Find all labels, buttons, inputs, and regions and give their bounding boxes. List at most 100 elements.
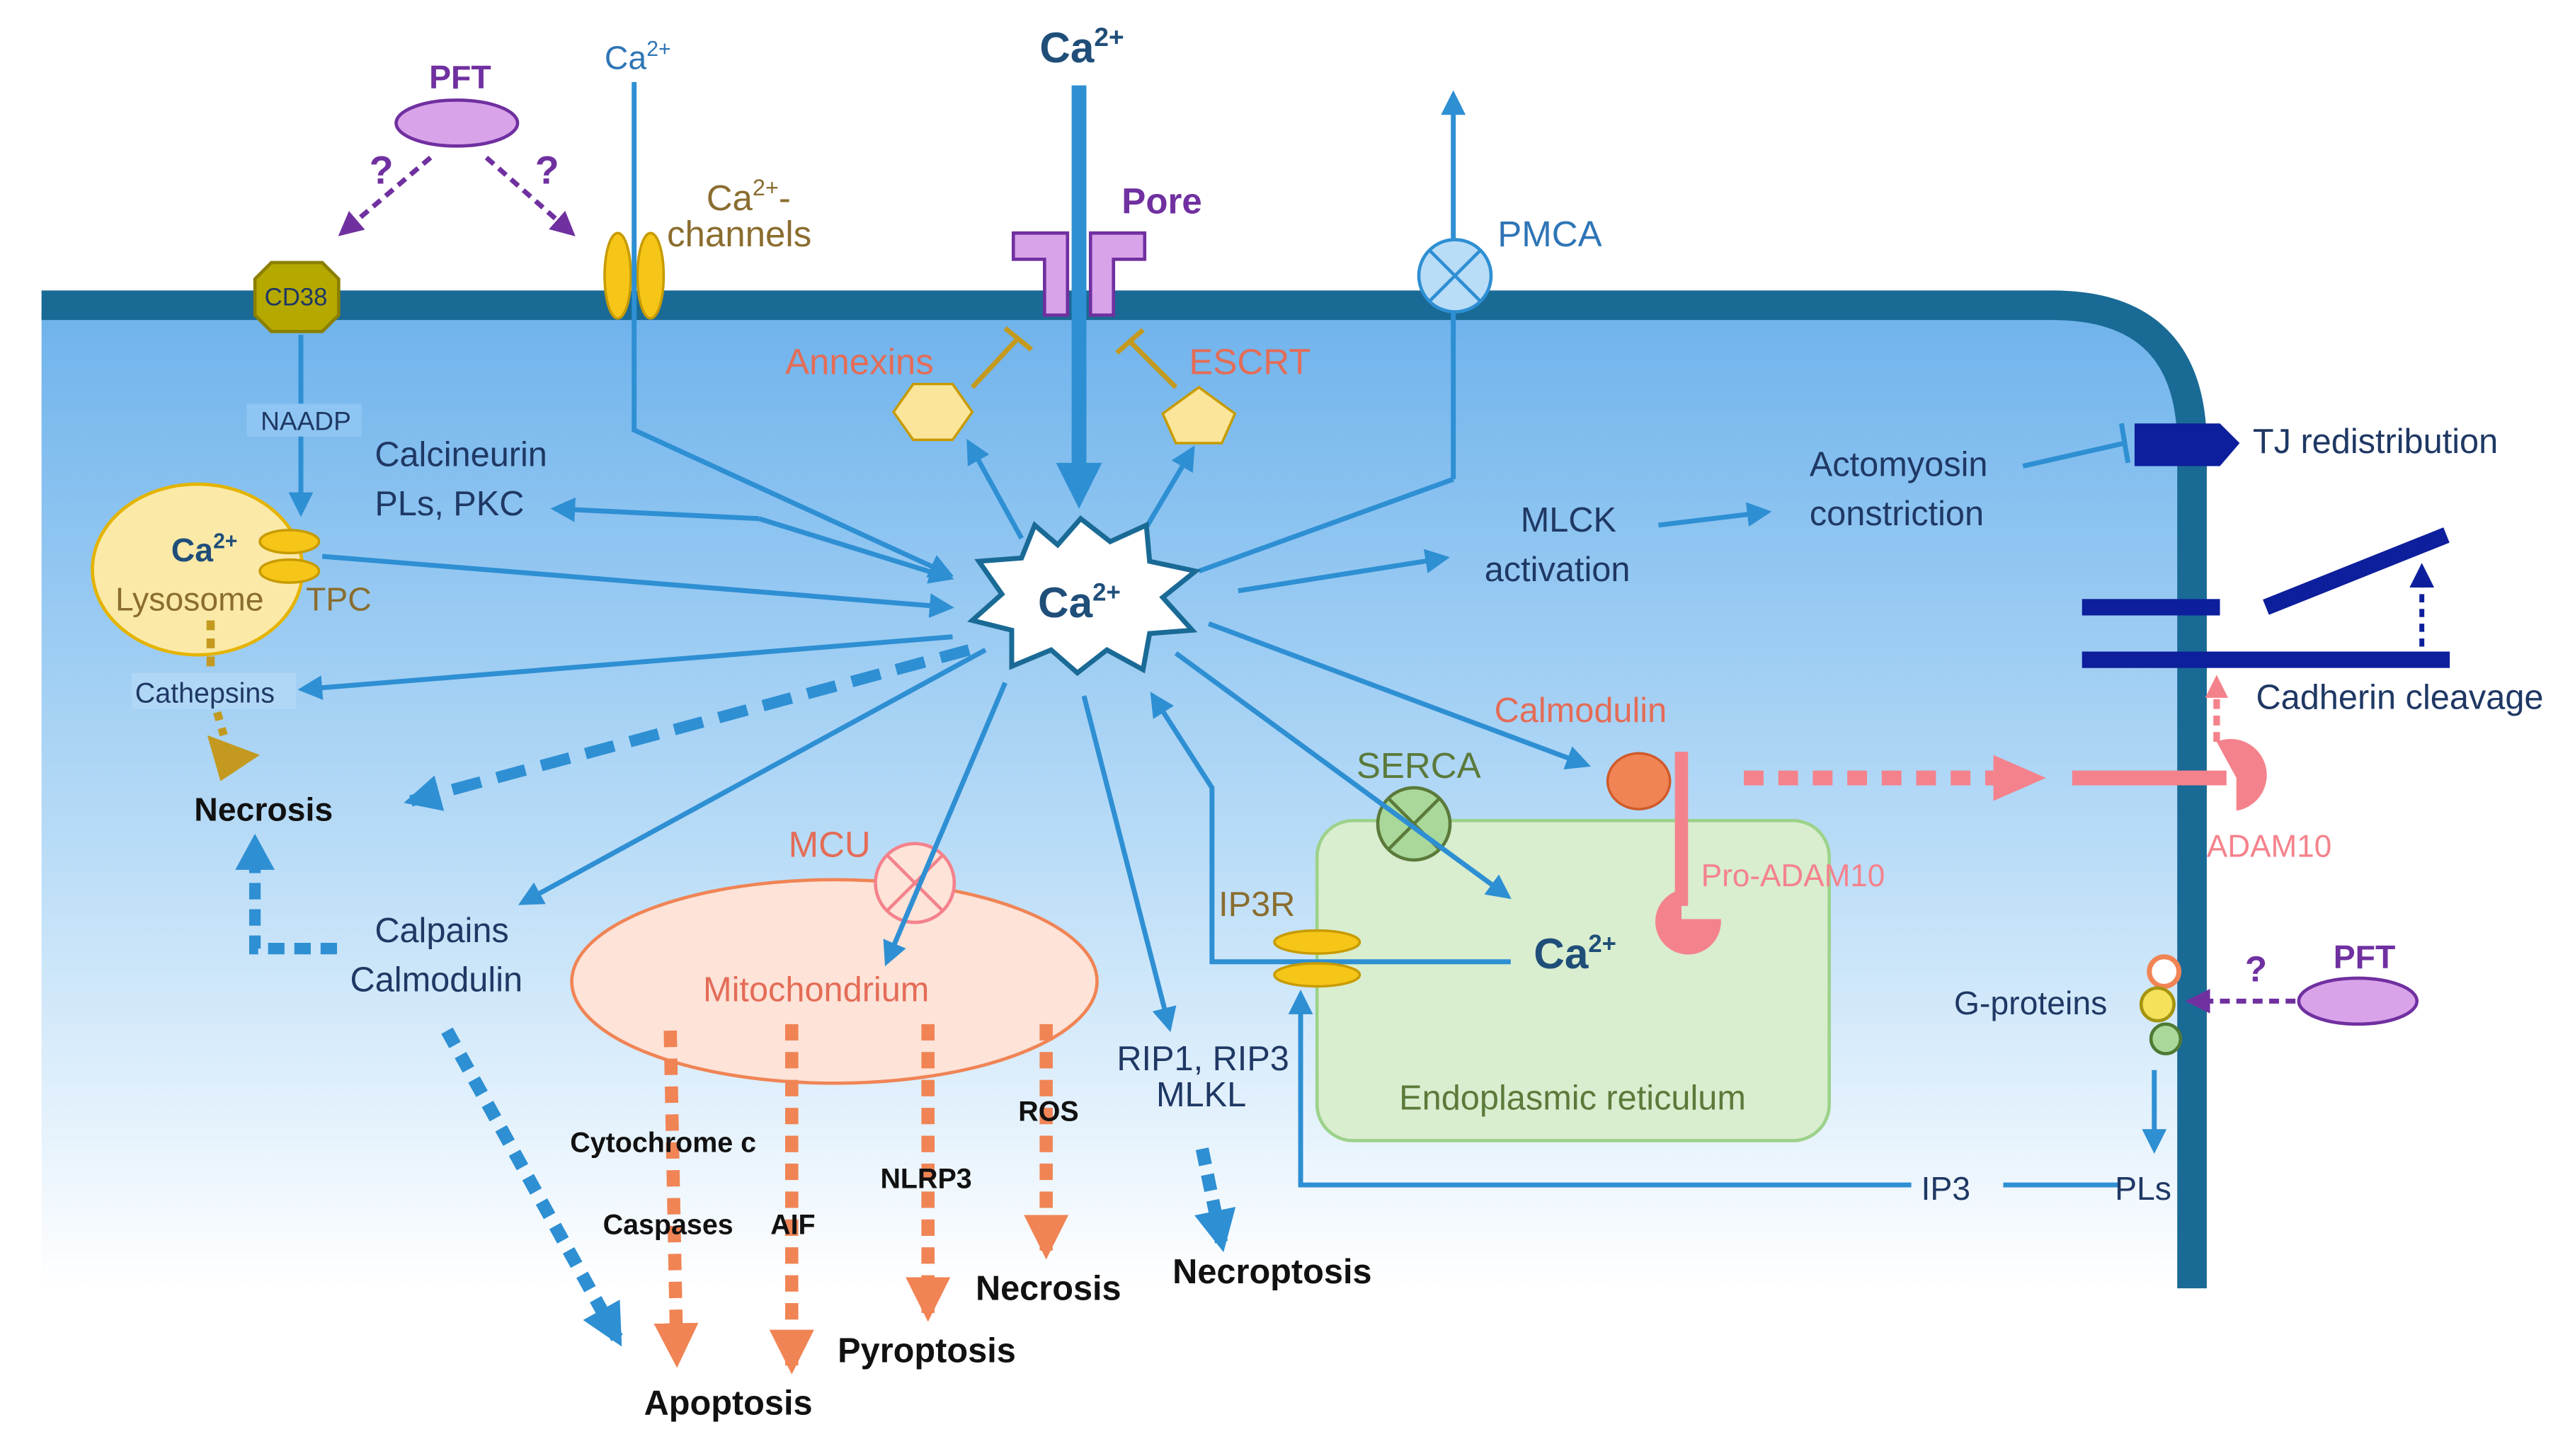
ip3-label: IP3: [1921, 1170, 1970, 1207]
necrosis-left-label: Necrosis: [194, 791, 333, 827]
pft-arrow-channels: [484, 155, 576, 236]
calmodulin-icon: [1606, 752, 1672, 810]
er-label: Endoplasmic reticulum: [1399, 1079, 1746, 1117]
ca-necrosis-dashed-arrow: [404, 644, 971, 811]
actomyosin-tj-inhibit-line: [2022, 440, 2125, 469]
naadp-label: NAADP: [261, 406, 351, 435]
naadp-bg: [246, 403, 362, 437]
mlck-to-actomyosin-arrow: [1658, 502, 1772, 528]
pft-top-label: PFT: [429, 59, 491, 96]
calcineurin-label-2: PLs, PKC: [375, 485, 524, 523]
ca-calcineurin-arrow: [550, 497, 760, 522]
ca-to-mlck-arrow: [1238, 549, 1450, 594]
question-mark-3: ?: [2245, 949, 2267, 990]
actomyosin-tj-inhibit-bar: [2118, 423, 2131, 464]
serca-x2: [1388, 798, 1440, 850]
mitochondrium-label: Mitochondrium: [703, 970, 929, 1009]
pyroptosis-label: Pyroptosis: [838, 1331, 1016, 1370]
mlck-label-1: MLCK: [1521, 501, 1616, 539]
ros-label: ROS: [1018, 1096, 1078, 1128]
ca-to-calmodulin-arrow: [1207, 621, 1592, 770]
caspases-label: Caspases: [603, 1210, 733, 1241]
ca-channel-left-icon: [603, 231, 632, 320]
pft-arrow-cd38: [338, 155, 433, 236]
tj-redistribution-label: TJ redistribution: [2253, 423, 2498, 461]
pore-right-icon: [1088, 231, 1147, 317]
ca-to-cathepsins-arrow: [297, 634, 953, 700]
annexins-inhibit-line: [970, 336, 1020, 389]
calcineurin-label-1: Calcineurin: [375, 435, 547, 474]
pft-right-icon: [2297, 976, 2419, 1026]
escrt-inhibit-line: [1128, 339, 1178, 389]
tpc-label: TPC: [306, 581, 372, 618]
gprotein-beta-icon: [2139, 986, 2176, 1023]
annexins-icon: [891, 382, 974, 442]
serca-label: SERCA: [1357, 745, 1481, 786]
pft-top-icon: [394, 98, 520, 148]
cadherin-bar-bottom: [2082, 651, 2450, 668]
rip-label-2: MLKL: [1156, 1076, 1246, 1114]
ca-left-label: Ca2+: [605, 38, 671, 76]
gproteins-label: G-proteins: [1954, 985, 2107, 1021]
calpains-label-1: Calpains: [375, 912, 508, 950]
cadherin-cleavage-label: Cadherin cleavage: [2256, 679, 2544, 717]
ca-to-serca-arrow: [1174, 651, 1512, 900]
lysosome-to-ca-arrow: [321, 554, 954, 618]
ip3-line: [1288, 990, 1912, 1188]
cadherin-bar-top: [2082, 599, 2220, 616]
mlck-label-2: activation: [1485, 551, 1631, 589]
central-ca-label: Ca2+: [1038, 578, 1121, 626]
calpains-necrosis-arrowhead: [235, 833, 275, 870]
question-mark-1: ?: [370, 149, 394, 193]
question-mark-2: ?: [535, 149, 559, 193]
ip3r-label: IP3R: [1218, 885, 1295, 924]
annexins-label: Annexins: [785, 342, 934, 382]
tj-icon: [2134, 423, 2240, 466]
plasma-membrane: [41, 290, 2207, 1289]
gprotein-gamma-icon: [2149, 1022, 2183, 1055]
ip3r-bottom-icon: [1273, 962, 1361, 988]
necrosis-mid-label: Necrosis: [976, 1269, 1121, 1307]
cytochrome-c-label: Cytochrome c: [570, 1128, 756, 1159]
pmca-x2: [1429, 250, 1481, 302]
pls-label: PLs: [2115, 1170, 2171, 1207]
ca-to-rip-arrow: [1081, 695, 1177, 1033]
cathepsins-necrosis-dash: [213, 711, 228, 737]
aif-label: AIF: [770, 1210, 815, 1241]
er-ca-label: Ca2+: [1534, 929, 1616, 978]
mcu-label: MCU: [789, 824, 871, 864]
pore-left-icon: [1011, 231, 1070, 317]
escrt-icon: [1161, 386, 1237, 445]
ip3r-top-icon: [1273, 929, 1361, 955]
cathepsins-label: Cathepsins: [135, 677, 275, 709]
pro-adam10-label: Pro-ADAM10: [1701, 859, 1885, 893]
pmca-efflux-path: [1198, 476, 1454, 574]
annexins-inhibit-bar: [1003, 326, 1033, 352]
pore-influx-arrowhead: [1056, 462, 1102, 509]
mcu-x2: [886, 854, 944, 912]
nlrp3-label: NLRP3: [880, 1164, 971, 1195]
cd38-label: CD38: [265, 284, 328, 311]
calmodulin-to-adam10-arrowhead: [1993, 755, 2046, 801]
pro-adam10-icon: [1655, 889, 1721, 955]
ca-channel-right-icon: [636, 231, 666, 320]
actomyosin-label-2: constriction: [1810, 495, 1984, 533]
calmodulin-right-label: Calmodulin: [1495, 692, 1667, 730]
ca-channels-label-2: channels: [667, 214, 811, 254]
pft-right-label: PFT: [2334, 939, 2396, 975]
apoptosis-label: Apoptosis: [644, 1385, 813, 1423]
ca-to-calpains-arrow: [518, 648, 987, 905]
ca-calcineurin-arrow-2: [758, 516, 954, 584]
lysosome-label: Lysosome: [115, 581, 264, 618]
cadherin-cleaved-fragment: [2263, 527, 2450, 615]
ca-to-annexins-arrow: [966, 438, 1024, 540]
pore-label: Pore: [1121, 180, 1201, 221]
calpains-label-2: Calmodulin: [350, 961, 523, 999]
necroptosis-label: Necroptosis: [1172, 1253, 1371, 1291]
cathepsins-necrosis-arrowhead: [207, 735, 261, 781]
pmca-label: PMCA: [1497, 214, 1601, 254]
ca-to-mcu-arrow: [883, 682, 1007, 967]
ip3r-release-arrow: [1150, 692, 1511, 965]
